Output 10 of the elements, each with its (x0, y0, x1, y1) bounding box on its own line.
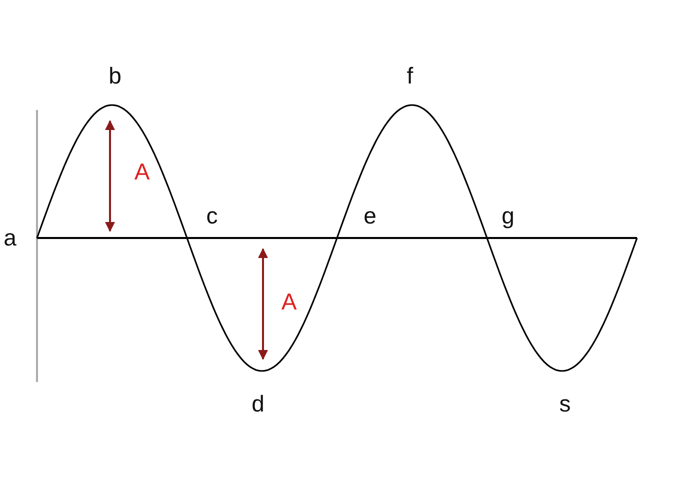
point-label: s (559, 392, 571, 416)
amplitude-label: A (281, 290, 297, 314)
point-label: d (252, 392, 264, 416)
point-label: e (364, 204, 376, 228)
point-label: f (406, 64, 414, 88)
point-label: g (502, 204, 514, 228)
point-label: c (206, 204, 218, 228)
point-label: b (108, 64, 122, 88)
amplitude-label: A (134, 160, 150, 184)
point-label: a (4, 226, 16, 250)
